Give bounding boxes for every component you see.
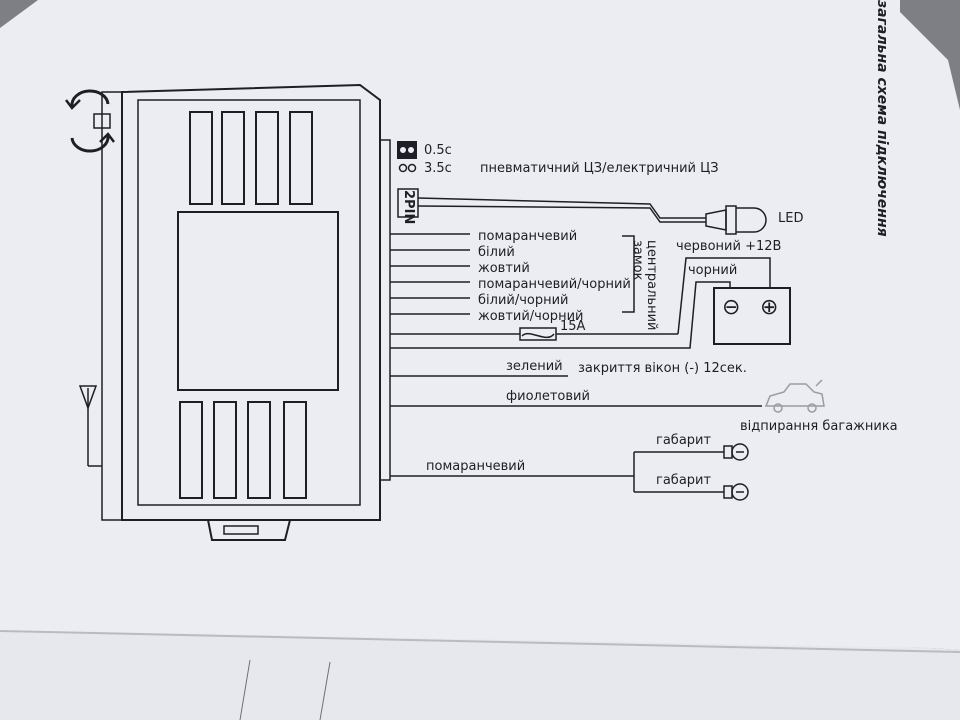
fuse-icon [519,327,557,341]
windows-label: закриття вікон (-) 12сек. [578,361,747,376]
lock-wire-4: білий/чорний [478,293,569,308]
parking-lamp-0-label: габарит [656,433,711,448]
lock-wire-2: жовтий [478,261,530,276]
led-icon [705,205,767,235]
battery-plus-icon: ⊕ [760,295,778,320]
fuse-filament [521,332,555,339]
timer-jumper [397,141,417,173]
lock-wire-5: жовтий/чорний [478,309,583,324]
lock-type-label: пневматичний ЦЗ/електричний ЦЗ [480,161,719,176]
page-edge [0,630,960,653]
central-lock-wires [390,233,635,315]
battery-positive-wire: червоний +12В [676,239,781,254]
lock-wire-1: білий [478,245,515,260]
battery-negative-wire: чорний [688,263,737,278]
next-page-sheet [0,630,960,720]
lock-wire-0: помаранчевий [478,229,577,244]
alarm-unit [101,83,391,541]
battery-minus-icon: ⊖ [722,295,740,320]
parking-lamp-1-label: габарит [656,473,711,488]
next-page-fragments [239,659,331,720]
central-lock-label-line1: центральний [644,240,659,331]
connector-label: 2PIN [401,190,416,224]
parking-light-wires [390,451,724,493]
central-lock-label: центральний замок [630,240,659,335]
led-label: LED [778,211,803,226]
battery-icon [713,287,791,345]
bulb-icon [723,483,749,501]
antenna-icon [78,385,102,467]
diagram-title: загальна схема підключення [874,0,890,237]
connector-box [397,188,419,218]
lock-wire-3: помаранчевий/чорний [478,277,631,292]
central-lock-label-line2: замок [630,240,645,281]
paper-sheet [0,0,960,650]
timer-option-0: 0.5с [424,143,452,158]
fuse-label: 15А [560,319,586,334]
car-icon [764,379,825,413]
parking-wire-label: помаранчевий [426,459,525,474]
trunk-wire-label: фиолетовий [506,389,590,404]
windows-wire-label: зелений [506,359,563,374]
timer-option-1: 3.5с [424,161,452,176]
rotate-arrows-icon [65,89,115,153]
trunk-label: відпирання багажника [740,419,898,434]
power-wires [390,257,771,349]
bulb-icon [723,443,749,461]
led-wire [417,197,706,223]
